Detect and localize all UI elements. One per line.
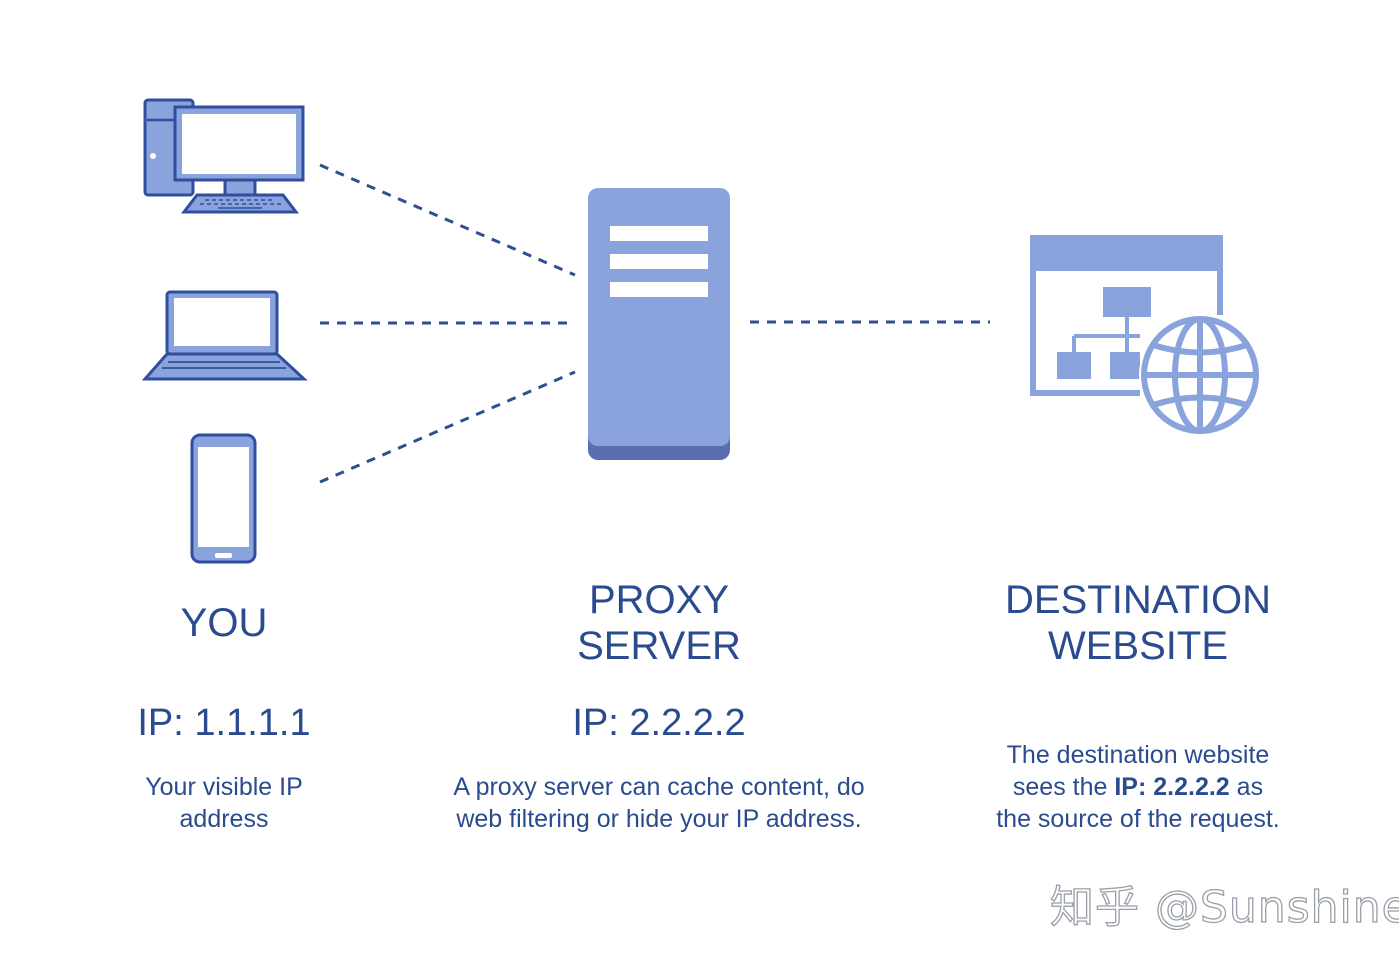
proxy-title: PROXY SERVER (509, 577, 809, 669)
watermark-text: 知乎 @Sunshine (1049, 881, 1399, 933)
destination-title: DESTINATION WEBSITE (978, 577, 1298, 669)
destination-description-line2-pre: sees the (1012, 773, 1115, 801)
website-globe-icon (1030, 235, 1261, 436)
connector-phone-to-proxy (319, 370, 576, 484)
proxy-title-line2: SERVER (577, 624, 741, 668)
destination-description-line2-post: as (1229, 773, 1264, 801)
proxy-description: A proxy server can cache content, do web… (404, 771, 914, 835)
proxy-title-line1: PROXY (588, 578, 730, 622)
destination-description-line3: the source of the request. (996, 805, 1280, 833)
laptop-icon (141, 290, 308, 381)
server-icon (588, 188, 730, 460)
destination-description-line1: The destination website (1006, 741, 1270, 769)
destination-description-line2: sees the IP: 2.2.2.2 as (958, 771, 1318, 803)
proxy-ip: IP: 2.2.2.2 (572, 702, 746, 744)
you-title: YOU (180, 601, 268, 645)
proxy-description-line1: A proxy server can cache content, do (453, 773, 865, 801)
destination-description-ip: IP: 2.2.2.2 (1114, 773, 1230, 801)
destination-title-line2: WEBSITE (1047, 624, 1229, 668)
you-description: Your visible IP address (94, 771, 354, 835)
connector-desktop-to-proxy (319, 163, 576, 277)
destination-title-line1: DESTINATION (1005, 578, 1271, 622)
you-description-line2: address (179, 805, 269, 833)
you-ip: IP: 1.1.1.1 (137, 702, 311, 744)
proxy-description-line2: web filtering or hide your IP address. (456, 805, 862, 833)
destination-description: The destination website sees the IP: 2.2… (958, 739, 1318, 835)
desktop-computer-icon (143, 98, 305, 214)
smartphone-icon (190, 433, 257, 564)
connector-lines (319, 163, 990, 484)
you-description-line1: Your visible IP (145, 773, 303, 801)
